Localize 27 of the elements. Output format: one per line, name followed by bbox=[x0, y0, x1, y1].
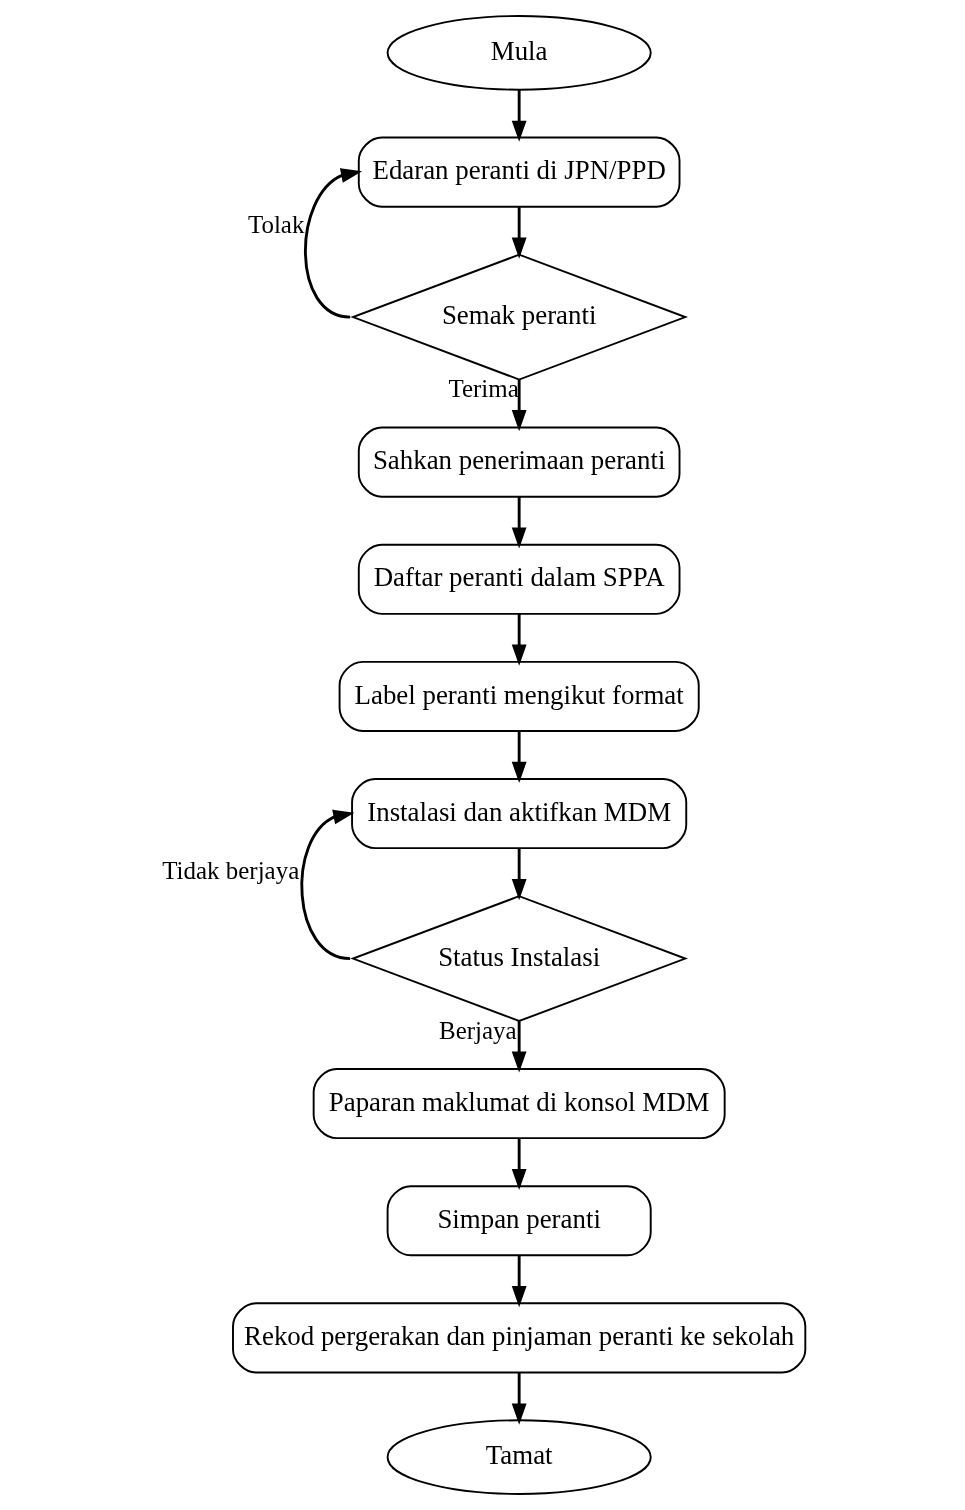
node-box: Daftar peranti dalam SPPA bbox=[357, 543, 681, 615]
arrow bbox=[511, 496, 527, 549]
edge-label: Tidak berjaya bbox=[162, 857, 300, 885]
arrow bbox=[511, 90, 527, 142]
node-diamond: Status Instalasi bbox=[350, 895, 688, 1023]
node-diamond: Semak peranti bbox=[350, 253, 688, 381]
node-box: Instalasi dan aktifkan MDM bbox=[351, 778, 688, 850]
arrow bbox=[511, 848, 527, 901]
arrow bbox=[511, 1372, 527, 1425]
arrow bbox=[511, 1138, 527, 1191]
edge-label: Tolak bbox=[247, 211, 305, 239]
node-ellipse: Mula bbox=[386, 15, 652, 91]
arrow bbox=[511, 731, 527, 783]
node-ellipse: Tamat bbox=[386, 1419, 652, 1495]
arrow bbox=[511, 379, 527, 432]
node-box: Simpan peranti bbox=[386, 1185, 652, 1257]
node-box: Label peranti mengikut format bbox=[338, 660, 700, 732]
arrow bbox=[511, 613, 527, 666]
arrow bbox=[300, 809, 355, 960]
node-box: Rekod pergerakan dan pinjaman peranti ke sekolah bbox=[232, 1302, 807, 1374]
node-box: Sahkan penerimaan peranti bbox=[357, 426, 681, 498]
node-box: Paparan maklumat di konsol MDM bbox=[312, 1068, 726, 1140]
arrow bbox=[511, 1021, 527, 1073]
arrow bbox=[511, 206, 527, 259]
node-box: Edaran peranti di JPN/PPD bbox=[357, 136, 681, 208]
arrow bbox=[511, 1255, 527, 1308]
arrow bbox=[304, 168, 363, 319]
